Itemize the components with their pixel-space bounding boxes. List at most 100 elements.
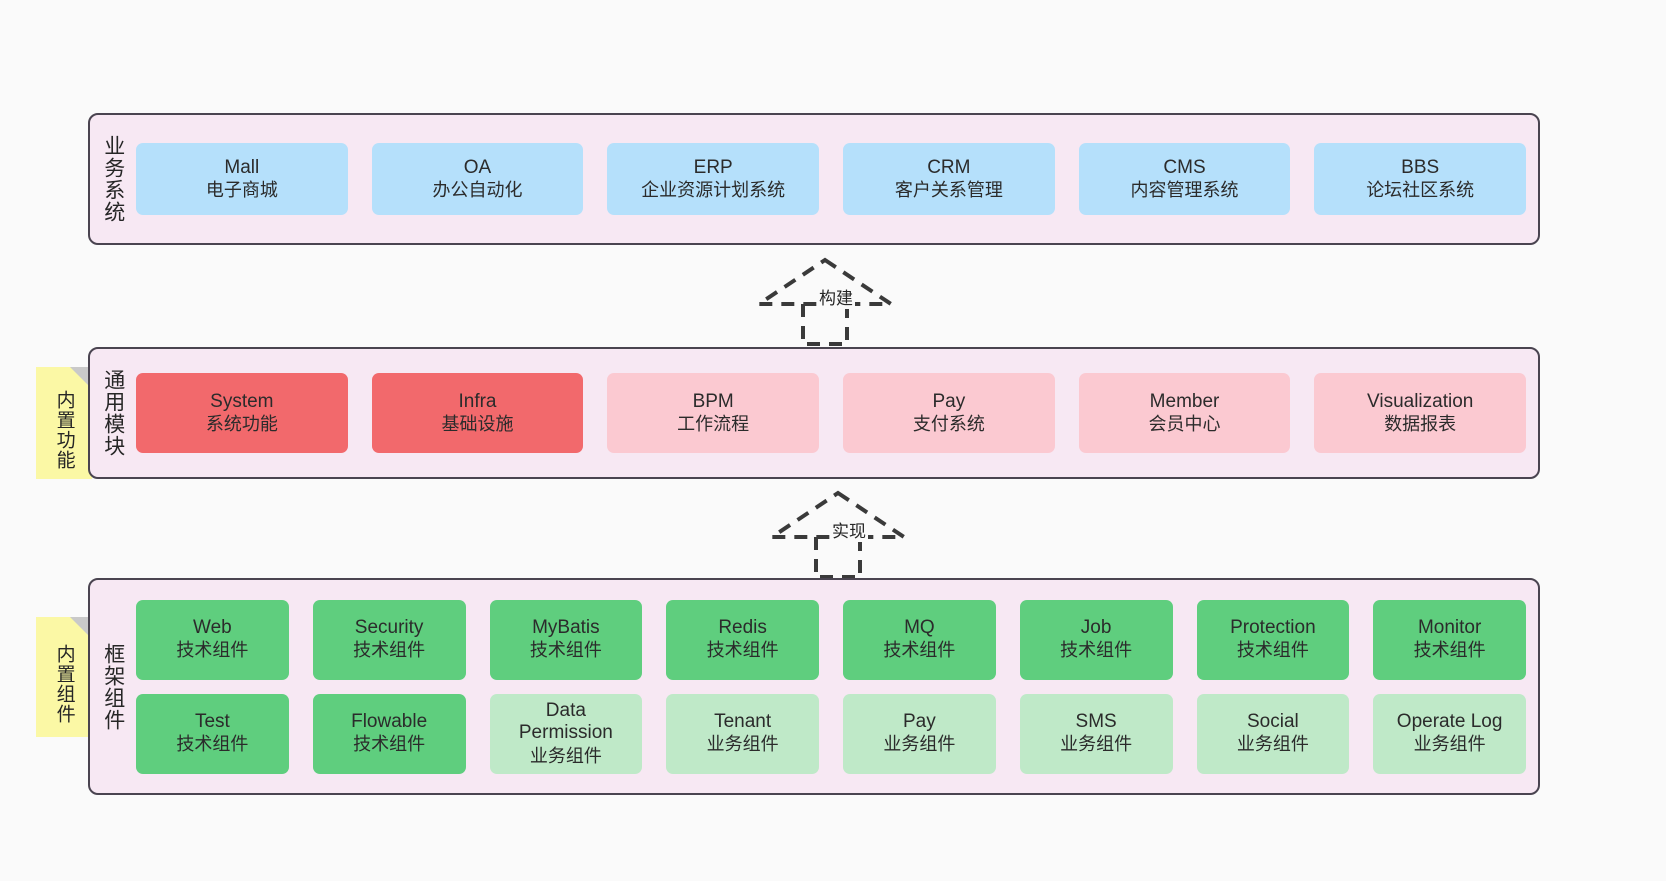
box-security[interactable]: Security 技术组件: [312, 599, 466, 680]
box-bbs-name: BBS: [1401, 156, 1440, 178]
layer-title-common-modules: 通用模块: [101, 369, 125, 457]
box-visualization-name: Visualization: [1367, 390, 1474, 412]
box-monitor-sub: 技术组件: [1413, 640, 1486, 661]
box-oa-sub: 办公自动化: [432, 179, 523, 200]
connector-build-label: 构建: [817, 284, 855, 309]
note-builtin-component: 内置组件: [36, 617, 92, 737]
box-bpm[interactable]: BPM 工作流程: [607, 373, 820, 453]
box-tenant-name: Tenant: [714, 711, 772, 732]
box-oa-name: OA: [463, 156, 492, 178]
note-builtin-feature-text: 内置功能: [53, 390, 75, 470]
layer-common-modules: 通用模块 System 系统功能 Infra 基础设施 BPM 工作流程 Pay: [88, 347, 1540, 479]
box-monitor[interactable]: Monitor 技术组件: [1373, 599, 1526, 680]
box-data-permission[interactable]: Data Permission 业务组件: [489, 693, 643, 774]
box-pay-module[interactable]: Pay 支付系统: [843, 373, 1055, 453]
box-mall-name: Mall: [224, 156, 260, 178]
box-cms-name: CMS: [1163, 156, 1206, 178]
box-web-name: Web: [193, 617, 232, 638]
box-security-sub: 技术组件: [353, 640, 426, 661]
box-redis[interactable]: Redis 技术组件: [666, 599, 819, 680]
box-security-name: Security: [354, 617, 424, 638]
box-social-sub: 业务组件: [1236, 734, 1309, 755]
box-mq-name: MQ: [904, 617, 935, 638]
connector-build-glyph: [752, 257, 898, 346]
box-redis-name: Redis: [718, 617, 767, 638]
note-builtin-component-text: 内置组件: [53, 644, 75, 724]
box-infra-sub: 基础设施: [441, 413, 514, 434]
box-sms-name: SMS: [1075, 711, 1117, 732]
box-data-permission-sub: 业务组件: [529, 745, 602, 766]
row-business-components: Test 技术组件 Flowable 技术组件 Data Permission …: [136, 693, 1526, 774]
box-flowable-name: Flowable: [351, 711, 428, 732]
layer-title-framework-components: 框架组件: [101, 642, 125, 731]
layer-title-business-systems: 业务系统: [101, 135, 125, 223]
row-business-systems: Mall 电子商城 OA 办公自动化 ERP 企业资源计划系统 CRM 客户关系…: [136, 143, 1527, 215]
box-erp[interactable]: ERP 企业资源计划系统: [607, 143, 820, 215]
box-member-name: Member: [1149, 390, 1220, 412]
box-visualization[interactable]: Visualization 数据报表: [1314, 373, 1527, 453]
box-system[interactable]: System 系统功能: [136, 373, 348, 453]
box-pay-component-sub: 业务组件: [883, 734, 956, 755]
box-test[interactable]: Test 技术组件: [136, 693, 289, 774]
connector-implement-glyph: [765, 490, 911, 579]
connector-build: 构建: [752, 256, 905, 348]
box-web[interactable]: Web 技术组件: [136, 599, 289, 680]
layer-business-systems: 业务系统 Mall 电子商城 OA 办公自动化 ERP 企业资源计划系统 CRM: [88, 113, 1540, 245]
box-redis-sub: 技术组件: [706, 640, 779, 661]
box-monitor-name: Monitor: [1417, 617, 1482, 638]
box-job-sub: 技术组件: [1060, 640, 1133, 661]
box-system-sub: 系统功能: [205, 413, 278, 434]
box-protection-name: Protection: [1230, 617, 1316, 638]
box-operate-log[interactable]: Operate Log 业务组件: [1373, 693, 1526, 774]
box-visualization-sub: 数据报表: [1384, 413, 1457, 434]
note-builtin-feature: 内置功能: [36, 367, 92, 479]
box-sms[interactable]: SMS 业务组件: [1019, 693, 1173, 774]
box-test-name: Test: [194, 711, 230, 732]
box-pay-component[interactable]: Pay 业务组件: [843, 693, 996, 774]
connector-implement: 实现: [765, 489, 918, 581]
box-member[interactable]: Member 会员中心: [1078, 373, 1291, 453]
box-mybatis-name: MyBatis: [532, 617, 600, 638]
box-protection[interactable]: Protection 技术组件: [1196, 599, 1350, 680]
box-bbs[interactable]: BBS 论坛社区系统: [1314, 143, 1527, 215]
box-operate-log-sub: 业务组件: [1413, 734, 1486, 755]
box-sms-sub: 业务组件: [1060, 734, 1133, 755]
box-member-sub: 会员中心: [1148, 413, 1221, 434]
box-job-name: Job: [1080, 617, 1112, 638]
box-crm[interactable]: CRM 客户关系管理: [843, 143, 1055, 215]
box-mq[interactable]: MQ 技术组件: [843, 599, 996, 680]
box-tenant-sub: 业务组件: [706, 734, 779, 755]
layer-framework-components: 框架组件 Web 技术组件 Security 技术组件 MyBatis 技术组件…: [88, 578, 1540, 795]
box-mybatis[interactable]: MyBatis 技术组件: [489, 599, 643, 680]
box-erp-name: ERP: [693, 156, 733, 178]
box-social-name: Social: [1247, 711, 1299, 732]
box-infra-name: Infra: [458, 390, 497, 412]
box-crm-name: CRM: [927, 156, 971, 178]
box-cms[interactable]: CMS 内容管理系统: [1078, 143, 1291, 215]
connector-implement-label: 实现: [830, 517, 868, 542]
box-pay-component-name: Pay: [903, 711, 936, 732]
row-technical-components: Web 技术组件 Security 技术组件 MyBatis 技术组件 Redi…: [136, 599, 1526, 680]
box-operate-log-name: Operate Log: [1396, 711, 1503, 732]
box-bpm-sub: 工作流程: [677, 413, 750, 434]
box-erp-sub: 企业资源计划系统: [641, 179, 786, 200]
box-data-permission-name: Data Permission: [518, 699, 613, 744]
box-mall[interactable]: Mall 电子商城: [136, 143, 348, 215]
box-flowable-sub: 技术组件: [353, 734, 426, 755]
box-test-sub: 技术组件: [176, 734, 249, 755]
box-web-sub: 技术组件: [176, 640, 249, 661]
box-oa[interactable]: OA 办公自动化: [371, 143, 584, 215]
box-job[interactable]: Job 技术组件: [1019, 599, 1173, 680]
box-tenant[interactable]: Tenant 业务组件: [666, 693, 819, 774]
box-pay-module-name: Pay: [932, 390, 966, 412]
box-infra[interactable]: Infra 基础设施: [371, 373, 584, 453]
box-flowable[interactable]: Flowable 技术组件: [312, 693, 466, 774]
box-social[interactable]: Social 业务组件: [1196, 693, 1350, 774]
box-mall-sub: 电子商城: [205, 179, 278, 200]
layer-body-business-systems: Mall 电子商城 OA 办公自动化 ERP 企业资源计划系统 CRM 客户关系…: [136, 115, 1538, 243]
box-mybatis-sub: 技术组件: [529, 640, 602, 661]
note-fold-corner-icon: [70, 617, 92, 639]
box-crm-sub: 客户关系管理: [894, 179, 1003, 200]
box-cms-sub: 内容管理系统: [1130, 179, 1239, 200]
